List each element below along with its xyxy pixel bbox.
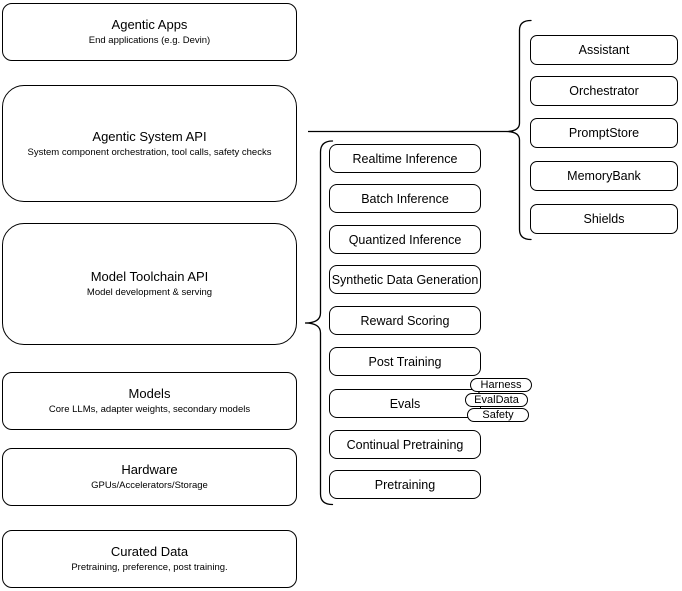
brace-toolchain bbox=[304, 140, 334, 506]
node-subtitle: Pretraining, preference, post training. bbox=[71, 562, 228, 573]
node-curated-data: Curated Data Pretraining, preference, po… bbox=[2, 530, 297, 588]
node-title: Hardware bbox=[121, 462, 178, 477]
node-batch-inference: Batch Inference bbox=[329, 184, 481, 213]
node-subtitle: Core LLMs, adapter weights, secondary mo… bbox=[48, 404, 251, 415]
brace-agentic-components bbox=[505, 19, 532, 241]
node-label: Reward Scoring bbox=[360, 313, 450, 328]
node-quantized-inference: Quantized Inference bbox=[329, 225, 481, 254]
node-label: Quantized Inference bbox=[348, 232, 462, 247]
node-post-training: Post Training bbox=[329, 347, 481, 376]
node-label: Batch Inference bbox=[361, 191, 449, 206]
badge-evaldata: EvalData bbox=[465, 393, 528, 407]
node-subtitle: Model development & serving bbox=[86, 287, 213, 298]
node-agentic-apps: Agentic Apps End applications (e.g. Devi… bbox=[2, 3, 297, 61]
node-label: MemoryBank bbox=[567, 169, 641, 183]
node-label: Post Training bbox=[368, 354, 442, 369]
node-synthetic-data-generation: Synthetic Data Generation bbox=[329, 265, 481, 294]
node-continual-pretraining: Continual Pretraining bbox=[329, 430, 481, 459]
node-subtitle: GPUs/Accelerators/Storage bbox=[91, 480, 208, 491]
node-model-toolchain-api: Model Toolchain API Model development & … bbox=[2, 223, 297, 345]
node-label: Evals bbox=[389, 396, 421, 411]
node-label: Pretraining bbox=[374, 477, 436, 492]
node-label: Orchestrator bbox=[569, 84, 639, 98]
node-title: Model Toolchain API bbox=[90, 269, 209, 284]
badge-harness: Harness bbox=[470, 378, 532, 392]
node-label: Continual Pretraining bbox=[346, 437, 464, 452]
node-label: PromptStore bbox=[568, 126, 640, 140]
node-shields: Shields bbox=[530, 204, 678, 234]
node-hardware: Hardware GPUs/Accelerators/Storage bbox=[2, 448, 297, 506]
node-subtitle: System component orchestration, tool cal… bbox=[27, 146, 272, 158]
node-orchestrator: Orchestrator bbox=[530, 76, 678, 106]
node-evals: Evals bbox=[329, 389, 481, 418]
node-models: Models Core LLMs, adapter weights, secon… bbox=[2, 372, 297, 430]
node-subtitle: End applications (e.g. Devin) bbox=[88, 35, 211, 46]
node-title: Agentic Apps bbox=[111, 17, 188, 32]
badge-safety: Safety bbox=[467, 408, 529, 422]
node-label: Synthetic Data Generation bbox=[331, 272, 479, 287]
node-label: Realtime Inference bbox=[352, 151, 458, 166]
node-label: Shields bbox=[583, 212, 625, 226]
node-label: Assistant bbox=[578, 43, 630, 57]
node-title: Curated Data bbox=[110, 544, 189, 559]
node-pretraining: Pretraining bbox=[329, 470, 481, 499]
node-memorybank: MemoryBank bbox=[530, 161, 678, 191]
node-promptstore: PromptStore bbox=[530, 118, 678, 148]
node-agentic-system-api: Agentic System API System component orch… bbox=[2, 85, 297, 202]
node-title: Agentic System API bbox=[92, 128, 207, 144]
node-reward-scoring: Reward Scoring bbox=[329, 306, 481, 335]
node-assistant: Assistant bbox=[530, 35, 678, 65]
node-realtime-inference: Realtime Inference bbox=[329, 144, 481, 173]
node-title: Models bbox=[128, 386, 171, 401]
